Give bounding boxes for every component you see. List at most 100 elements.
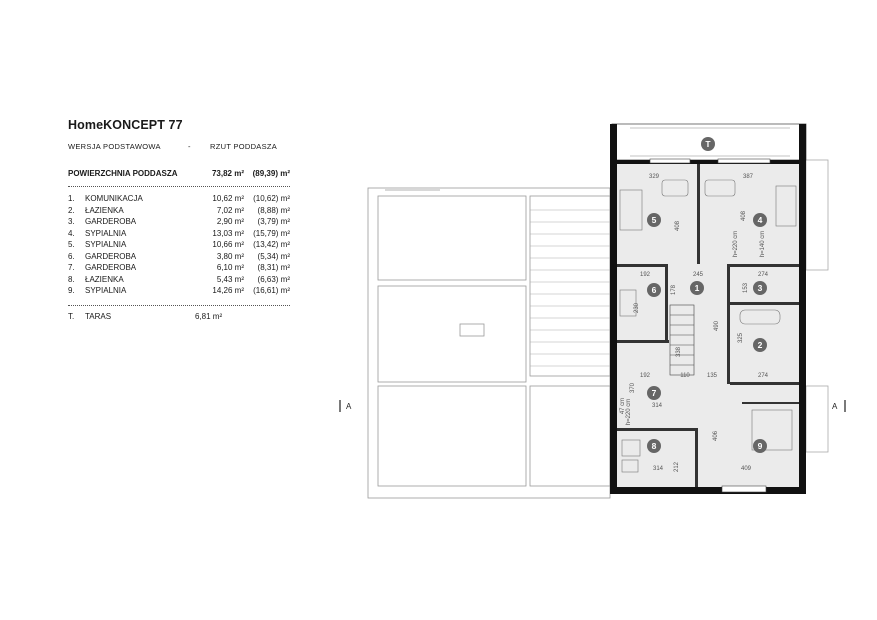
room-marker-2: 2 <box>758 340 763 350</box>
room-area: 14,26 m² <box>212 286 244 296</box>
room-marker-1: 1 <box>695 283 700 293</box>
dim-label: 192 <box>640 373 651 379</box>
dim-label: 135 <box>707 373 718 379</box>
room-area-gross: (5,34) m² <box>257 251 290 261</box>
total-area-net: 73,82 m² <box>211 169 244 178</box>
room-area-gross: (3,79) m² <box>257 217 290 227</box>
terrace-area: 6,81 m² <box>195 311 223 321</box>
dim-label: h=140 cm <box>760 231 766 258</box>
room-list: 1. KOMUNIKACJA 10,62 m² (10,62) m² 2. ŁAZIEN… <box>68 193 290 297</box>
staircase <box>669 304 695 376</box>
roof-battens <box>530 209 610 367</box>
terrace-number: T. <box>68 311 75 321</box>
dimension-labels: 329 387 408 408 192 245 274 153 178 490 … <box>620 174 769 472</box>
room-name: SYPIALNIA <box>85 286 127 296</box>
total-area-row: POWIERZCHNIA PODDASZA 73,82 m² (89,39) m… <box>68 169 290 178</box>
room-area: 13,03 m² <box>212 228 244 238</box>
room-row: 4. SYPIALNIA 13,03 m² (15,79) m² <box>68 228 290 240</box>
subtitle-separator: - <box>188 142 191 151</box>
dim-label: 406 <box>713 430 719 441</box>
room-number: 7. <box>68 263 75 273</box>
dim-label: 230 <box>634 302 640 313</box>
room-row: 9. SYPIALNIA 14,26 m² (16,61) m² <box>68 285 290 297</box>
section-marker-left: A <box>339 400 352 412</box>
room-area: 7,02 m² <box>216 205 244 215</box>
room-marker-5: 5 <box>652 215 657 225</box>
dim-label: 329 <box>649 174 660 180</box>
dim-label: 212 <box>674 461 680 472</box>
room-marker-9: 9 <box>758 441 763 451</box>
dim-label: 314 <box>652 403 663 409</box>
terrace-marker-label: T <box>705 139 711 149</box>
room-area-gross: (15,79) m² <box>253 228 290 238</box>
room-area-gross: (16,61) m² <box>253 286 290 296</box>
room-area: 3,80 m² <box>216 251 244 261</box>
room-name: GARDEROBA <box>85 217 137 227</box>
room-name: ŁAZIENKA <box>85 274 124 284</box>
room-number: 3. <box>68 217 75 227</box>
room-area: 5,43 m² <box>216 274 244 284</box>
room-markers: 1 2 3 4 5 6 7 8 9 <box>647 213 767 453</box>
room-area: 6,10 m² <box>216 263 244 273</box>
room-area-gross: (13,42) m² <box>253 240 290 250</box>
room-area-gross: (8,31) m² <box>257 263 290 273</box>
terrace-row: T. TARAS 6,81 m² <box>68 312 290 321</box>
legend-panel: HomeKONCEPT 77 WERSJA PODSTAWOWA - RZUT … <box>68 118 290 321</box>
dim-label: 47 cm <box>620 398 626 414</box>
room-number: 4. <box>68 228 75 238</box>
room-name: KOMUNIKACJA <box>85 194 143 204</box>
project-title: HomeKONCEPT 77 <box>68 118 183 132</box>
room-row: 5. SYPIALNIA 10,66 m² (13,42) m² <box>68 239 290 251</box>
dim-label: 408 <box>675 220 681 231</box>
terrace-marker: T <box>701 137 715 151</box>
internal-walls <box>617 164 799 487</box>
room-area: 10,66 m² <box>212 240 244 250</box>
room-number: 5. <box>68 240 75 250</box>
dim-label: 245 <box>693 272 704 278</box>
dim-label: 314 <box>653 466 664 472</box>
room-number: 8. <box>68 274 75 284</box>
dotted-divider <box>68 304 290 306</box>
floor-area <box>612 160 806 490</box>
version-label: WERSJA PODSTAWOWA <box>68 142 161 151</box>
room-row: 7. GARDEROBA 6,10 m² (8,31) m² <box>68 262 290 274</box>
dim-label: 338 <box>676 346 682 357</box>
room-number: 2. <box>68 205 75 215</box>
outer-walls <box>610 124 806 494</box>
dotted-divider <box>68 186 290 187</box>
room-marker-6: 6 <box>652 285 657 295</box>
room-marker-3: 3 <box>758 283 763 293</box>
dim-label: 274 <box>758 272 769 278</box>
room-row: 8. ŁAZIENKA 5,43 m² (6,63) m² <box>68 274 290 286</box>
view-label: RZUT PODDASZA <box>210 142 278 151</box>
dim-label: 408 <box>741 210 747 221</box>
room-name: GARDEROBA <box>85 263 137 273</box>
terrace-name: TARAS <box>85 311 112 321</box>
windows <box>649 158 771 493</box>
room-area-gross: (10,62) m² <box>253 194 290 204</box>
dim-label: 490 <box>714 320 720 331</box>
room-marker-8: 8 <box>652 441 657 451</box>
room-area: 10,62 m² <box>212 194 244 204</box>
room-name: SYPIALNIA <box>85 228 127 238</box>
section-label-left: A <box>346 402 352 411</box>
room-area-gross: (8,88) m² <box>257 205 290 215</box>
room-number: 1. <box>68 194 75 204</box>
room-name: SYPIALNIA <box>85 240 127 250</box>
dim-label: 178 <box>671 284 677 295</box>
total-area-gross: (89,39) m² <box>252 169 290 178</box>
roof-outline <box>367 187 611 499</box>
room-number: 9. <box>68 286 75 296</box>
dim-label: 387 <box>743 174 754 180</box>
room-row: 1. KOMUNIKACJA 10,62 m² (10,62) m² <box>68 193 290 205</box>
dim-label: h=220 cm <box>733 231 739 258</box>
room-area-gross: (6,63) m² <box>257 274 290 284</box>
dim-label: 153 <box>743 282 749 293</box>
subtitle-row: WERSJA PODSTAWOWA - RZUT PODDASZA <box>68 142 290 151</box>
total-area-label: POWIERZCHNIA PODDASZA <box>68 169 178 178</box>
dim-label: 409 <box>741 466 752 472</box>
dim-label: h=220 cm <box>626 399 632 426</box>
